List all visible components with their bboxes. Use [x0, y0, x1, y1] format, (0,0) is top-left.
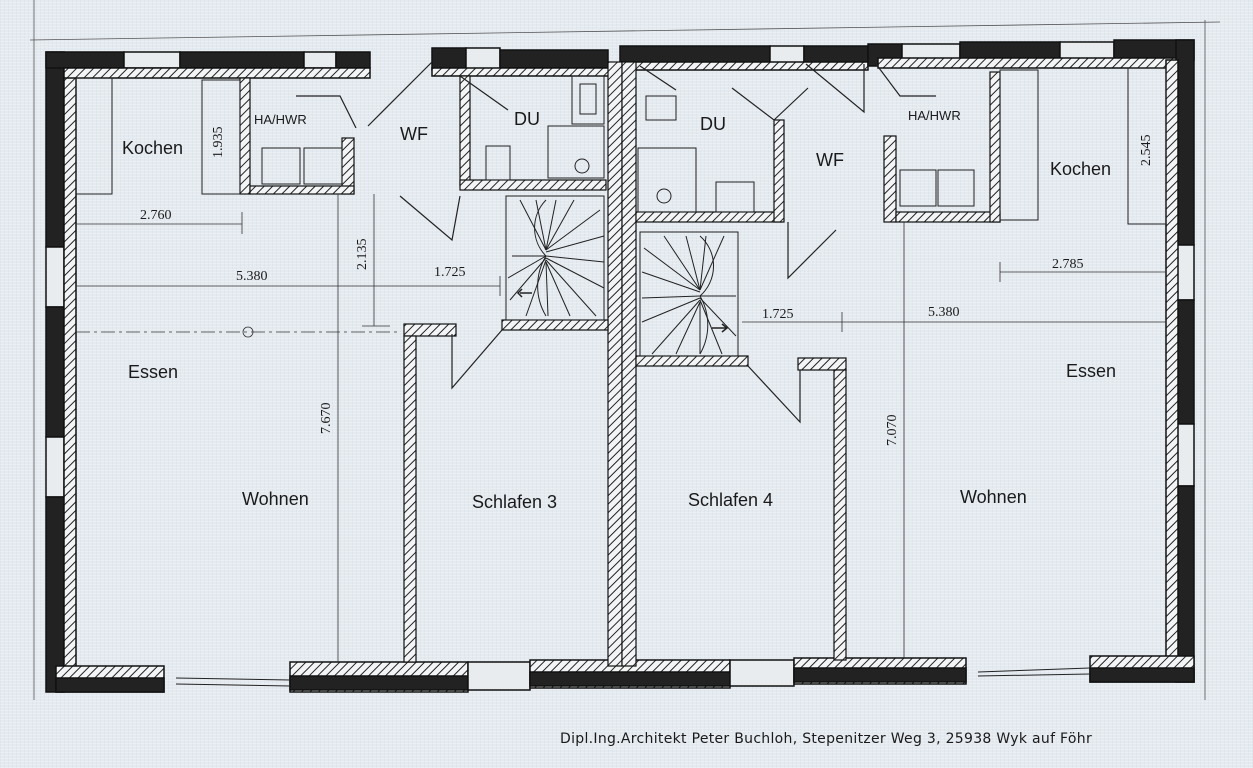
room-label-kochen-right: Kochen [1050, 159, 1111, 179]
guide-lines [29, 0, 1221, 700]
dim-5380-left: 5.380 [236, 269, 268, 284]
room-label-ha-hwr-right: HA/HWR [908, 108, 961, 123]
room-label-ha-hwr-left: HA/HWR [254, 112, 307, 127]
dim-5380-right: 5.380 [928, 305, 960, 320]
room-label-wf-left: WF [400, 124, 428, 144]
dim-2760: 2.760 [140, 208, 172, 223]
room-label-kochen-left: Kochen [122, 138, 183, 158]
interior-walls [239, 61, 1001, 667]
dimension-labels: 1.935 2.760 2.135 5.380 1.725 7.670 2.54… [140, 127, 1154, 447]
dim-2785: 2.785 [1052, 257, 1084, 272]
room-label-wf-right: WF [816, 150, 844, 170]
room-label-essen-left: Essen [128, 362, 178, 382]
architect-credit: Dipl.Ing.Architekt Peter Buchloh, Stepen… [560, 731, 1093, 747]
bottom-openings [175, 667, 1091, 687]
room-label-wohnen-right: Wohnen [960, 487, 1027, 507]
room-label-du-left: DU [514, 109, 540, 129]
room-label-essen-right: Essen [1066, 361, 1116, 381]
door-swings [296, 61, 936, 424]
room-label-du-right: DU [700, 114, 726, 134]
room-label-schlafen-3: Schlafen 3 [472, 492, 557, 512]
room-label-wohnen-left: Wohnen [242, 489, 309, 509]
fixtures [75, 67, 1167, 225]
dim-7670: 7.670 [319, 403, 334, 435]
stair-right [639, 231, 739, 357]
dim-2545: 2.545 [1139, 135, 1154, 167]
dim-7070: 7.070 [885, 415, 900, 447]
dim-1935: 1.935 [211, 127, 226, 159]
stair-left [505, 195, 605, 321]
dim-1725-left: 1.725 [434, 265, 466, 280]
room-label-schlafen-4: Schlafen 4 [688, 490, 773, 510]
exterior-walls [45, 39, 1195, 693]
dimension-lines [76, 194, 1166, 662]
dim-2135: 2.135 [355, 239, 370, 271]
room-labels: Kochen HA/HWR WF DU DU WF HA/HWR Kochen … [122, 108, 1116, 512]
dim-1725-right: 1.725 [762, 307, 794, 322]
